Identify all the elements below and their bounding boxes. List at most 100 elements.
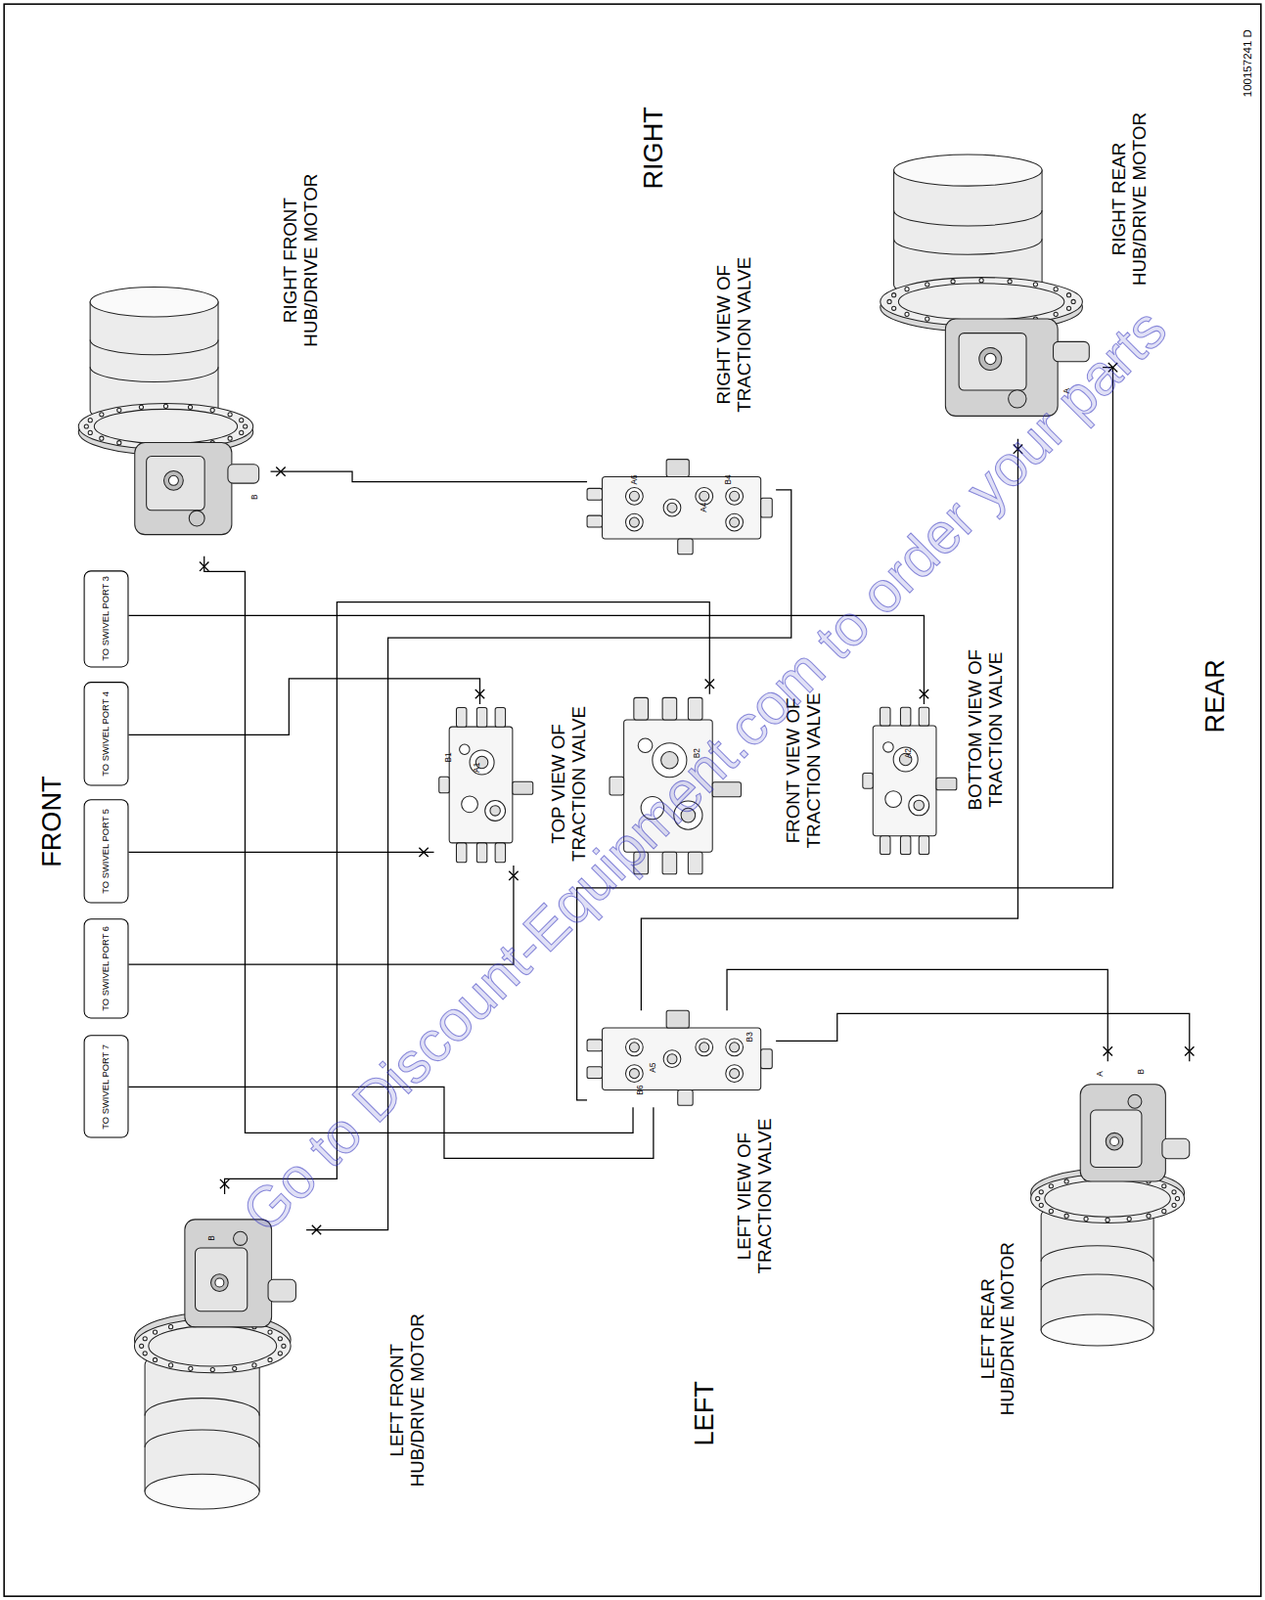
illustration-part [904, 312, 909, 317]
hydraulic-hose [204, 556, 633, 1134]
illustration-part [633, 697, 649, 721]
component-label: TOP VIEW OF TRACTION VALVE [549, 698, 590, 870]
component-label: FRONT VIEW OF TRACTION VALVE [784, 684, 825, 857]
illustration-part [1174, 1196, 1179, 1201]
swivel-port-box: TO SWIVEL PORT 7 [84, 1035, 130, 1138]
illustration-part [146, 455, 205, 510]
hub-drive-motor: LEFT FRONT HUB/DRIVE MOTOR [133, 1194, 307, 1512]
illustration-part [602, 476, 762, 539]
illustration-part [883, 742, 894, 753]
illustration-part [925, 282, 930, 287]
illustration-part [1031, 1084, 1190, 1347]
illustration-part [862, 773, 873, 790]
illustration-part [459, 744, 470, 755]
illustration-part [169, 1363, 174, 1368]
illustration-part [640, 796, 664, 819]
illustration-part [277, 1337, 282, 1342]
illustration-part [626, 1065, 644, 1084]
illustration-part [1066, 306, 1071, 311]
illustration-part [88, 430, 92, 435]
illustration-part [455, 707, 466, 727]
illustration-part [695, 1039, 714, 1057]
illustration-part [626, 513, 644, 532]
illustration-part [666, 459, 689, 478]
illustration-part [652, 743, 687, 778]
motor-illustration [1029, 1061, 1200, 1348]
illustration-part [1146, 1214, 1151, 1219]
illustration-part [439, 776, 450, 793]
illustration-part [663, 498, 681, 517]
hydraulic-hose [271, 471, 588, 482]
motor-illustration [76, 285, 271, 557]
drawing-number: 100157241 D [1242, 29, 1254, 97]
direction-label: RIGHT [639, 106, 667, 189]
traction-valve-view: FRONT VIEW OF TRACTION VALVE [602, 694, 746, 879]
illustration-part [609, 776, 625, 796]
port-box-text: TO SWIVEL PORT 4 [100, 691, 111, 777]
illustration-part [1110, 1137, 1120, 1147]
illustration-part [666, 1010, 689, 1029]
illustration-part [227, 436, 232, 441]
component-label: LEFT REAR HUB/DRIVE MOTOR [978, 1232, 1019, 1427]
traction-valve-view: RIGHT VIEW OF TRACTION VALVE [587, 459, 776, 557]
illustration-part [624, 720, 714, 853]
illustration-part [674, 801, 703, 830]
hydraulic-hose [577, 367, 1114, 1101]
illustration-part [904, 287, 909, 292]
illustration-part [134, 1219, 296, 1510]
illustration-part [629, 517, 639, 528]
illustration-part [144, 1399, 260, 1417]
illustration-part [210, 1367, 215, 1372]
illustration-part [469, 750, 495, 775]
port-box-text: TO SWIVEL PORT 7 [100, 1043, 111, 1130]
port-label: B4 [724, 474, 733, 485]
motor-illustration [133, 1194, 307, 1512]
illustration-part [1053, 287, 1058, 292]
component-label: RIGHT REAR HUB/DRIVE MOTOR [1110, 101, 1151, 296]
illustration-part [958, 333, 1027, 391]
illustration-part [1040, 1314, 1154, 1347]
illustration-part [1162, 1209, 1167, 1214]
port-box-text: TO SWIVEL PORT 5 [100, 809, 111, 895]
illustration-part [1105, 1218, 1110, 1222]
port-label: B1 [445, 752, 453, 763]
illustration-part [687, 697, 703, 721]
illustration-part [893, 747, 918, 772]
hose-end-mark [312, 1225, 321, 1235]
hose-end-mark [508, 871, 518, 881]
illustration-part [1128, 1094, 1142, 1109]
hydraulic-hose [726, 969, 1108, 1062]
illustration-part [950, 279, 955, 284]
illustration-part [637, 738, 653, 754]
illustration-part [729, 517, 740, 528]
illustration-part [1064, 1214, 1069, 1219]
illustration-part [139, 1344, 144, 1349]
port-label: B3 [746, 1032, 755, 1042]
illustration-part [900, 836, 910, 856]
port-label: B2 [693, 748, 702, 759]
illustration-part [1080, 1084, 1166, 1182]
illustration-part [1007, 279, 1012, 284]
illustration-part [662, 852, 678, 875]
illustration-part [629, 1069, 639, 1080]
illustration-part [900, 707, 910, 726]
illustration-part [512, 781, 534, 795]
illustration-part [268, 1357, 272, 1362]
illustration-part [1044, 1180, 1172, 1218]
illustration-part [169, 1325, 174, 1330]
illustration-part [667, 502, 678, 513]
hub-drive-motor: LEFT REAR HUB/DRIVE MOTOR [1029, 1061, 1200, 1348]
illustration-part [908, 795, 930, 816]
illustration-part [1040, 1246, 1154, 1263]
illustration-part [892, 306, 897, 311]
illustration-part [695, 487, 714, 505]
illustration-part [1105, 1132, 1124, 1151]
illustration-part [587, 515, 602, 528]
illustration-part [626, 487, 644, 505]
illustration-part [90, 287, 219, 317]
illustration-part [1008, 390, 1027, 408]
illustration-part [680, 808, 696, 823]
illustration-part [142, 1352, 147, 1356]
illustration-part [1039, 1190, 1043, 1195]
